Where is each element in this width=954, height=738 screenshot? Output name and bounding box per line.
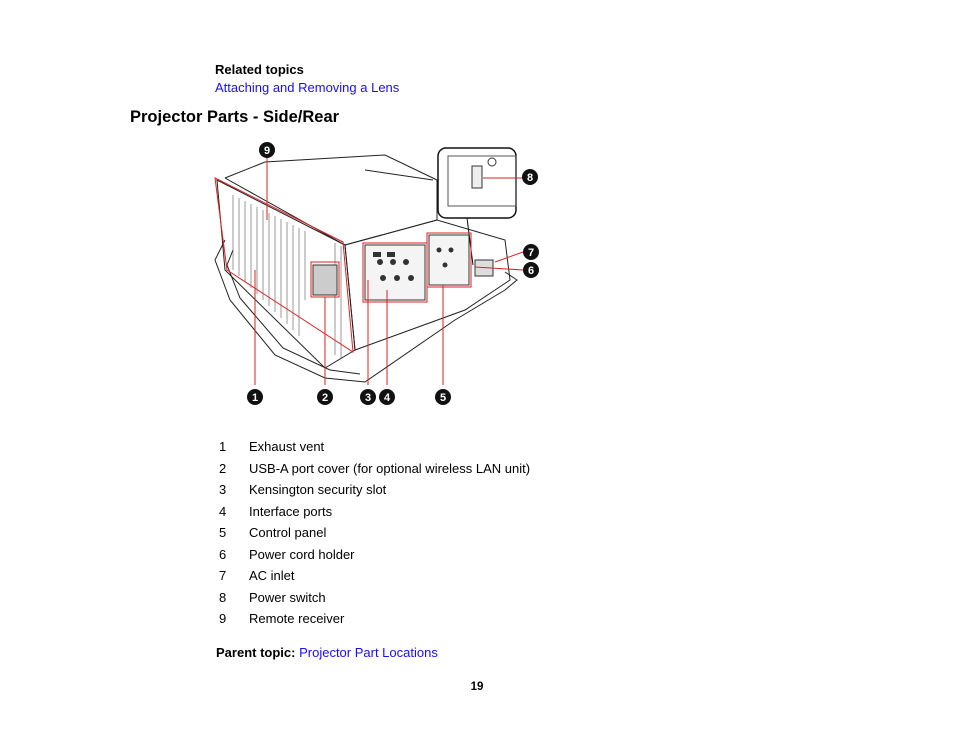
parent-topic-label: Parent topic: [216, 645, 295, 660]
callout-1-label: 1 [252, 392, 258, 404]
part-label: Power cord holder [249, 547, 355, 569]
parent-topic: Parent topic: Projector Part Locations [216, 645, 438, 660]
part-number: 5 [219, 525, 249, 547]
part-label: USB-A port cover (for optional wireless … [249, 461, 530, 483]
callout-8-label: 8 [527, 172, 533, 184]
part-number: 8 [219, 590, 249, 612]
callout-6-label: 6 [528, 265, 534, 277]
part-number: 9 [219, 611, 249, 633]
part-label: Control panel [249, 525, 326, 547]
part-number: 1 [219, 439, 249, 461]
control-panel-shape [429, 235, 469, 285]
part-label: Power switch [249, 590, 326, 612]
related-topics-heading: Related topics [215, 62, 304, 77]
part-label: Interface ports [249, 504, 332, 526]
part-number: 6 [219, 547, 249, 569]
callout-7-label: 7 [528, 247, 534, 259]
part-label: Exhaust vent [249, 439, 324, 461]
section-title: Projector Parts - Side/Rear [130, 108, 339, 127]
part-label: AC inlet [249, 568, 295, 590]
part-number: 4 [219, 504, 249, 526]
attaching-lens-link[interactable]: Attaching and Removing a Lens [215, 80, 399, 95]
part-number: 2 [219, 461, 249, 483]
callout-5-label: 5 [440, 392, 446, 404]
part-number: 7 [219, 568, 249, 590]
page-number: 19 [0, 681, 954, 693]
part-number: 3 [219, 482, 249, 504]
projector-side-rear-illustration: 1 2 3 4 5 6 7 8 9 [205, 140, 550, 410]
projector-part-locations-link[interactable]: Projector Part Locations [299, 645, 438, 660]
part-label: Kensington security slot [249, 482, 386, 504]
power-switch-shape [472, 166, 482, 188]
part-label: Remote receiver [249, 611, 344, 633]
callout-9-label: 9 [264, 145, 270, 157]
callout-2-label: 2 [322, 392, 328, 404]
usb-cover-shape [313, 265, 337, 295]
callout-3-label: 3 [365, 392, 371, 404]
callout-4-label: 4 [384, 392, 391, 404]
